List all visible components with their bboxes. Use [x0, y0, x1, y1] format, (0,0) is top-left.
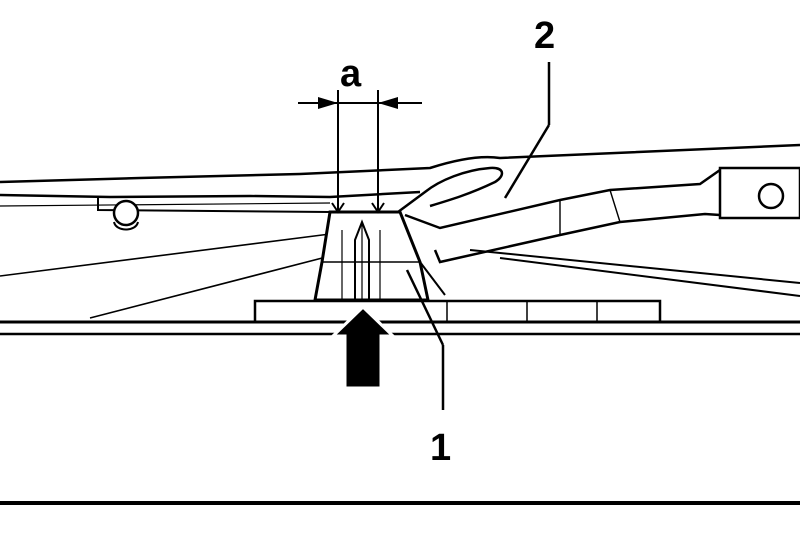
dimension-label: a	[340, 53, 362, 95]
leader-part-2: 2	[503, 15, 555, 199]
base-plate	[0, 320, 800, 505]
wiper-arm-part-2	[397, 166, 800, 297]
arrow-up-icon	[329, 304, 397, 390]
part-1-label: 1	[430, 427, 451, 469]
part-2-label: 2	[534, 15, 555, 57]
leader-part-1: 1	[405, 269, 451, 469]
rivet	[112, 199, 140, 231]
clip-part-1	[313, 210, 446, 302]
seal-strip	[253, 299, 662, 324]
wiper-blade	[0, 143, 800, 319]
dimension-arrow-icon	[318, 97, 398, 109]
dimension-a: a	[298, 53, 422, 214]
